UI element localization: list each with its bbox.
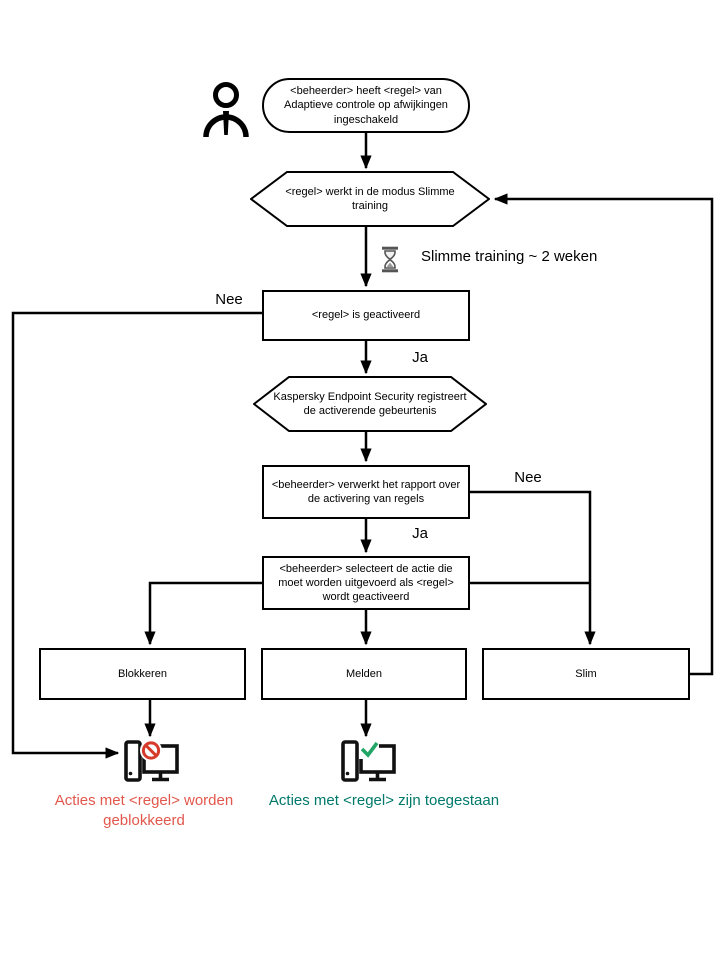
label-nee-right: Nee bbox=[514, 469, 542, 486]
training-duration-label: Slimme training ~ 2 weken bbox=[421, 248, 598, 265]
connector-select-to-blokkeren bbox=[144, 581, 262, 646]
node-mode-hexagon: <regel> werkt in de modus Slimme trainin… bbox=[250, 171, 490, 227]
computer-blocked-icon bbox=[124, 739, 179, 782]
label-ja-first: Ja bbox=[412, 349, 428, 366]
connector-slim-loop-to-mode bbox=[493, 193, 714, 676]
node-rule-triggered: <regel> is geactiveerd bbox=[262, 290, 470, 341]
node-registers-event-label: Kaspersky Endpoint Security registreert … bbox=[273, 390, 467, 417]
node-action-melden-label: Melden bbox=[345, 667, 383, 680]
node-action-melden: Melden bbox=[261, 648, 467, 700]
hourglass-icon bbox=[382, 246, 398, 273]
node-mode-label: <regel> werkt in de modus Slimme trainin… bbox=[285, 185, 455, 212]
label-ja-second: Ja bbox=[412, 525, 428, 542]
hexagon-shape bbox=[250, 171, 490, 227]
node-action-slim: Slim bbox=[482, 648, 690, 700]
node-processes-report: <beheerder> verwerkt het rapport over de… bbox=[262, 465, 470, 519]
node-start: <beheerder> heeft <regel> van Adaptieve … bbox=[262, 78, 470, 133]
node-selects-action-label: <beheerder> selecteert de actie die moet… bbox=[278, 562, 454, 604]
node-registers-event: Kaspersky Endpoint Security registreert … bbox=[253, 376, 487, 432]
hexagon-shape bbox=[253, 376, 487, 432]
person-icon bbox=[203, 82, 249, 138]
node-processes-report-label: <beheerder> verwerkt het rapport over de… bbox=[271, 478, 461, 505]
node-action-blokkeren-label: Blokkeren bbox=[118, 667, 167, 680]
connector-nee-to-blocked-icon bbox=[11, 311, 262, 759]
node-rule-triggered-label: <regel> is geactiveerd bbox=[311, 309, 421, 322]
node-action-blokkeren: Blokkeren bbox=[39, 648, 246, 700]
blocked-result-text: Acties met <regel> worden geblokkeerd bbox=[54, 792, 234, 830]
computer-allowed-icon bbox=[341, 740, 396, 782]
allowed-result-text: Acties met <regel> zijn toegestaan bbox=[268, 792, 500, 809]
connector-nee-to-slim bbox=[470, 490, 596, 646]
node-action-slim-label: Slim bbox=[575, 667, 597, 680]
label-nee-left: Nee bbox=[215, 291, 243, 308]
node-selects-action: <beheerder> selecteert de actie die moet… bbox=[262, 556, 470, 610]
node-start-label: <beheerder> heeft <regel> van Adaptieve … bbox=[284, 85, 448, 126]
